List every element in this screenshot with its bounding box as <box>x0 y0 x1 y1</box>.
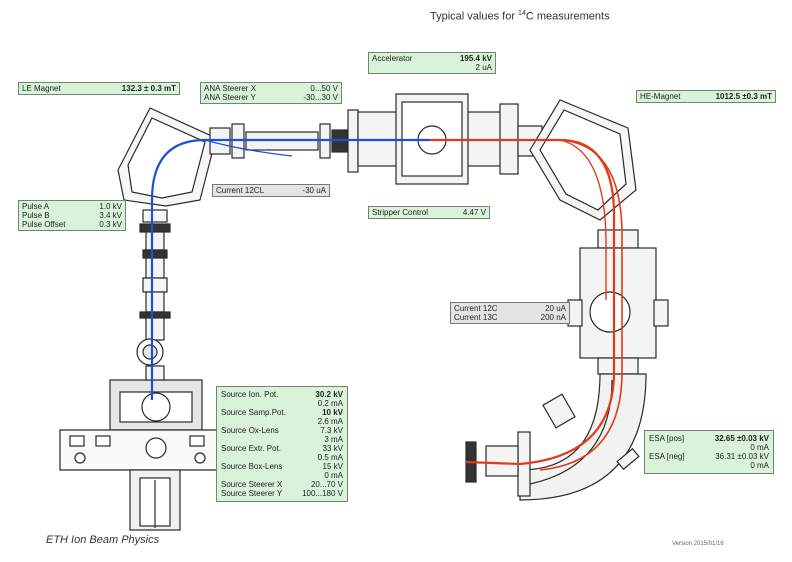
esa-pos-label: ESA [pos] <box>649 434 685 443</box>
he-magnet-value: 1012.5 ±0.3 mT <box>715 92 772 101</box>
pulse-b-value: 3.4 kV <box>99 211 122 220</box>
accelerator-panel: Accelerator 195.4 kV 2 uA <box>368 52 496 74</box>
pulse-a-value: 1.0 kV <box>99 202 122 211</box>
beam-12c-blue-branch <box>204 139 293 157</box>
title-suffix: C measurements <box>525 10 610 23</box>
source-extr-pot-voltage: 33 kV <box>322 444 343 453</box>
stripper-value: 4.47 V <box>462 208 486 217</box>
esa-panel: ESA [pos] 32.65 ±0.03 kV 0 mA ESA [neg] 36… <box>644 430 774 474</box>
ana-steerer-y-value: -30...30 V <box>303 93 338 102</box>
currents-panel: Current 12C 20 uA Current 13C 200 nA <box>450 302 570 324</box>
le-magnet-label: LE Magnet <box>22 84 61 93</box>
source-ion-pot-voltage: 30.2 kV <box>315 390 343 399</box>
source-ox-lens-current: 3 mA <box>324 435 343 444</box>
source-extr-pot-current: 0.5 mA <box>317 453 343 462</box>
source-parameters-panel: Source Ion. Pot. 30.2 kV 0.2 mA Source Sa… <box>216 386 348 502</box>
current-13c-value: 200 nA <box>540 313 566 322</box>
esa-pos-voltage: 32.65 ±0.03 kV <box>714 434 769 443</box>
esa-neg-voltage: 36.31 ±0.03 kV <box>715 452 769 461</box>
stripper-label: Stripper Control <box>372 208 429 217</box>
esa-neg-label: ESA [neg] <box>649 452 685 461</box>
beam-13c-red <box>559 139 607 300</box>
source-samp-pot-voltage: 10 kV <box>322 408 343 417</box>
current-12cl-value: -30 uA <box>302 186 326 195</box>
he-magnet <box>529 99 637 221</box>
beam-12c-blue <box>150 138 430 400</box>
source-box-lens-voltage: 15 kV <box>322 462 343 471</box>
le-magnet <box>117 107 217 207</box>
source-extr-pot-label: Source Extr. Pot. <box>221 444 282 453</box>
low-energy-column <box>136 209 171 381</box>
ion-source-assembly <box>59 379 221 531</box>
accelerator-label: Accelerator <box>372 54 413 63</box>
he-detector-chamber <box>567 229 669 375</box>
source-steerer-y-value: 100...180 V <box>302 489 343 498</box>
source-steerer-x-value: 20...70 V <box>310 480 343 489</box>
pulse-a-label: Pulse A <box>22 202 50 211</box>
footer-caption: ETH Ion Beam Physics <box>46 534 160 546</box>
current-12cl-label: Current 12CL <box>216 186 265 195</box>
source-ox-lens-label: Source Ox-Lens <box>221 426 279 435</box>
electrostatic-analyzer <box>465 373 647 501</box>
accelerator-current: 2 uA <box>475 63 492 72</box>
source-box-lens-current: 0 mA <box>324 471 343 480</box>
title-superscript: 14 <box>518 10 526 17</box>
source-samp-pot-label: Source Samp.Pot. <box>221 408 286 417</box>
version-stamp: Version 2015/01/16 <box>672 541 724 547</box>
beam-14c-red-b <box>539 139 623 471</box>
pulse-b-label: Pulse B <box>22 211 50 220</box>
title-text: Typical values for <box>430 10 519 23</box>
current-12c-label: Current 12C <box>454 304 498 313</box>
source-ox-lens-voltage: 7.3 kV <box>320 426 343 435</box>
le-magnet-value: 132.3 ± 0.3 mT <box>121 84 176 93</box>
le-magnet-panel: LE Magnet 132.3 ± 0.3 mT <box>18 82 180 95</box>
ana-steerer-x-label: ANA Steerer X <box>204 84 257 93</box>
accelerator-voltage: 195.4 kV <box>459 54 492 63</box>
page-title: Typical values for 14C measurements <box>430 10 610 23</box>
current-13c-label: Current 13C <box>454 313 498 322</box>
current-12cl-panel: Current 12CL -30 uA <box>212 184 330 197</box>
pulse-panel: Pulse A 1.0 kV Pulse B 3.4 kV Pulse Offset… <box>18 200 126 231</box>
esa-pos-current: 0 mA <box>750 443 769 452</box>
pulse-offset-value: 0.3 kV <box>99 220 122 229</box>
source-samp-pot-current: 2.6 mA <box>317 417 343 426</box>
ana-steerer-x-value: 0...50 V <box>310 84 338 93</box>
source-box-lens-label: Source Box-Lens <box>221 462 283 471</box>
source-ion-pot-label: Source Ion. Pot. <box>221 390 279 399</box>
pulse-offset-label: Pulse Offset <box>22 220 66 229</box>
esa-neg-current: 0 mA <box>750 461 769 470</box>
source-steerer-y-label: Source Steerer Y <box>221 489 283 498</box>
current-12c-value: 20 uA <box>545 304 566 313</box>
stripper-panel: Stripper Control 4.47 V <box>368 206 490 219</box>
ana-steerer-panel: ANA Steerer X 0...50 V ANA Steerer Y -30..… <box>200 82 342 104</box>
source-ion-pot-current: 0.2 mA <box>317 399 343 408</box>
source-steerer-x-label: Source Steerer X <box>221 480 283 489</box>
he-magnet-panel: HE-Magnet 1012.5 ±0.3 mT <box>636 90 776 103</box>
he-magnet-label: HE-Magnet <box>640 92 681 101</box>
ana-steerer-y-label: ANA Steerer Y <box>204 93 256 102</box>
